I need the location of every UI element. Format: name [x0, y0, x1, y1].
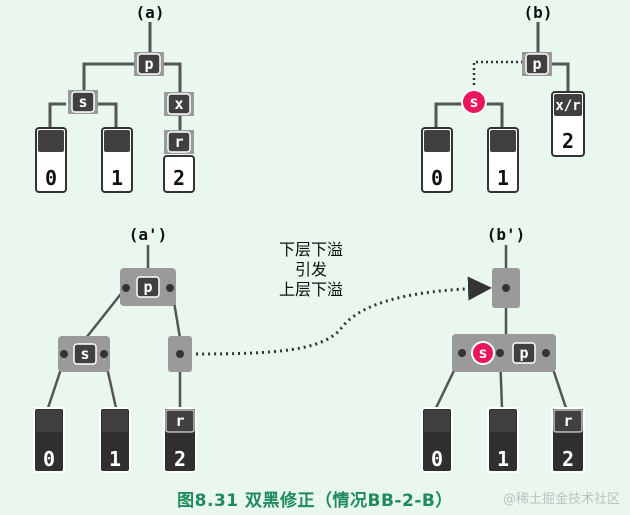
panel-a-node-s-label: s: [78, 93, 87, 111]
panel-a-node-p-label: p: [144, 55, 153, 73]
panel-b-prime: (b') s p 0 1: [421, 225, 585, 473]
panel-a-node-r-label: r: [174, 133, 183, 151]
panel-b-node-s: [461, 89, 487, 115]
panel-b-prime-leaf-0-label: 0: [431, 447, 443, 471]
note-line-3: 上层下溢: [278, 280, 343, 299]
watermark: @稀土掘金技术社区: [502, 492, 620, 507]
panel-a-prime-leaf-2: r 2: [163, 407, 197, 473]
note-line-1: 下层下溢: [278, 240, 343, 259]
panel-b-node-p-label: p: [532, 55, 541, 73]
panel-a-leaf-0-label: 0: [45, 166, 57, 190]
panel-a-leaf-1-label: 1: [111, 166, 123, 190]
panel-b-prime-leaf-2-label: 2: [562, 447, 574, 471]
panel-a-prime-leaf-1-label: 1: [109, 447, 121, 471]
panel-a-label: (a): [136, 3, 165, 22]
panel-a-leaf-0: 0: [35, 127, 67, 193]
panel-b-leaf-0: 0: [421, 127, 453, 193]
panel-a-prime-node-s-label: s: [80, 345, 89, 363]
figure-caption: 图8.31 双黑修正（情况BB-2-B）: [177, 491, 453, 511]
panel-b-prime-leaf-1: 1: [487, 407, 519, 473]
panel-b-prime-leaf-2: r 2: [551, 407, 585, 473]
panel-a: (a) p s x r 0: [35, 3, 195, 193]
panel-a-prime-label: (a'): [129, 225, 168, 244]
panel-b-prime-leaf-0: 0: [421, 407, 453, 473]
panel-b-prime-node-p: [512, 342, 536, 364]
panel-b-node-xr-label: x/r: [555, 98, 580, 114]
panel-b-dotted-edge: [472, 60, 523, 86]
panel-a-node-p: [137, 53, 161, 75]
panel-a-node-x-label: x: [174, 95, 183, 113]
panel-a-prime-leaf-1: 1: [99, 407, 131, 473]
panel-b-prime-node-s: [471, 341, 495, 365]
panel-b-node-xr: [554, 94, 582, 116]
panel-a-prime-node-s: [73, 343, 97, 365]
panel-b-label: (b): [524, 3, 553, 22]
panel-a-node-r: [167, 131, 191, 153]
panel-b-node-p: [525, 53, 549, 75]
panel-a-prime-node-p-label: p: [143, 278, 152, 296]
panel-b-leaf-1: 1: [487, 127, 519, 193]
panel-a-prime-leaf-0-label: 0: [43, 447, 55, 471]
panel-b-leaf-0-label: 0: [431, 166, 443, 190]
panel-b-prime-node-p-label: p: [519, 344, 528, 362]
panel-b-prime-label: (b'): [487, 225, 526, 244]
panel-a-node-x: [167, 93, 191, 115]
panel-a-prime: (a') p s 0 1: [33, 225, 197, 473]
panel-a-prime-node-p: [136, 276, 160, 298]
panel-a-prime-leaf-2-label: 2: [174, 447, 186, 471]
panel-b-prime-leaf-1-label: 1: [497, 447, 509, 471]
panel-b-prime-node-s-label: s: [478, 344, 487, 362]
panel-a-node-s: [71, 91, 95, 113]
panel-a-leaf-1: 1: [101, 127, 133, 193]
panel-b-node-s-label: s: [469, 93, 478, 111]
panel-a-prime-node-r-label: r: [175, 412, 184, 430]
panel-b-prime-node-r-label: r: [563, 412, 572, 430]
panel-a-prime-leaf-0: 0: [33, 407, 65, 473]
transition-note: 下层下溢 引发 上层下溢: [266, 240, 356, 300]
panel-a-leaf-2-label: 2: [173, 166, 185, 190]
panel-b-leaf-2-label: 2: [562, 129, 574, 153]
note-line-2: 引发: [294, 260, 327, 279]
panel-b-leaf-1-label: 1: [497, 166, 509, 190]
panel-b: (b) p s x/r 2 0 1: [421, 3, 585, 193]
transition-arrow: [195, 276, 492, 356]
panel-b-edges: [434, 22, 570, 128]
panel-a-leaf-2: 2: [163, 155, 195, 193]
